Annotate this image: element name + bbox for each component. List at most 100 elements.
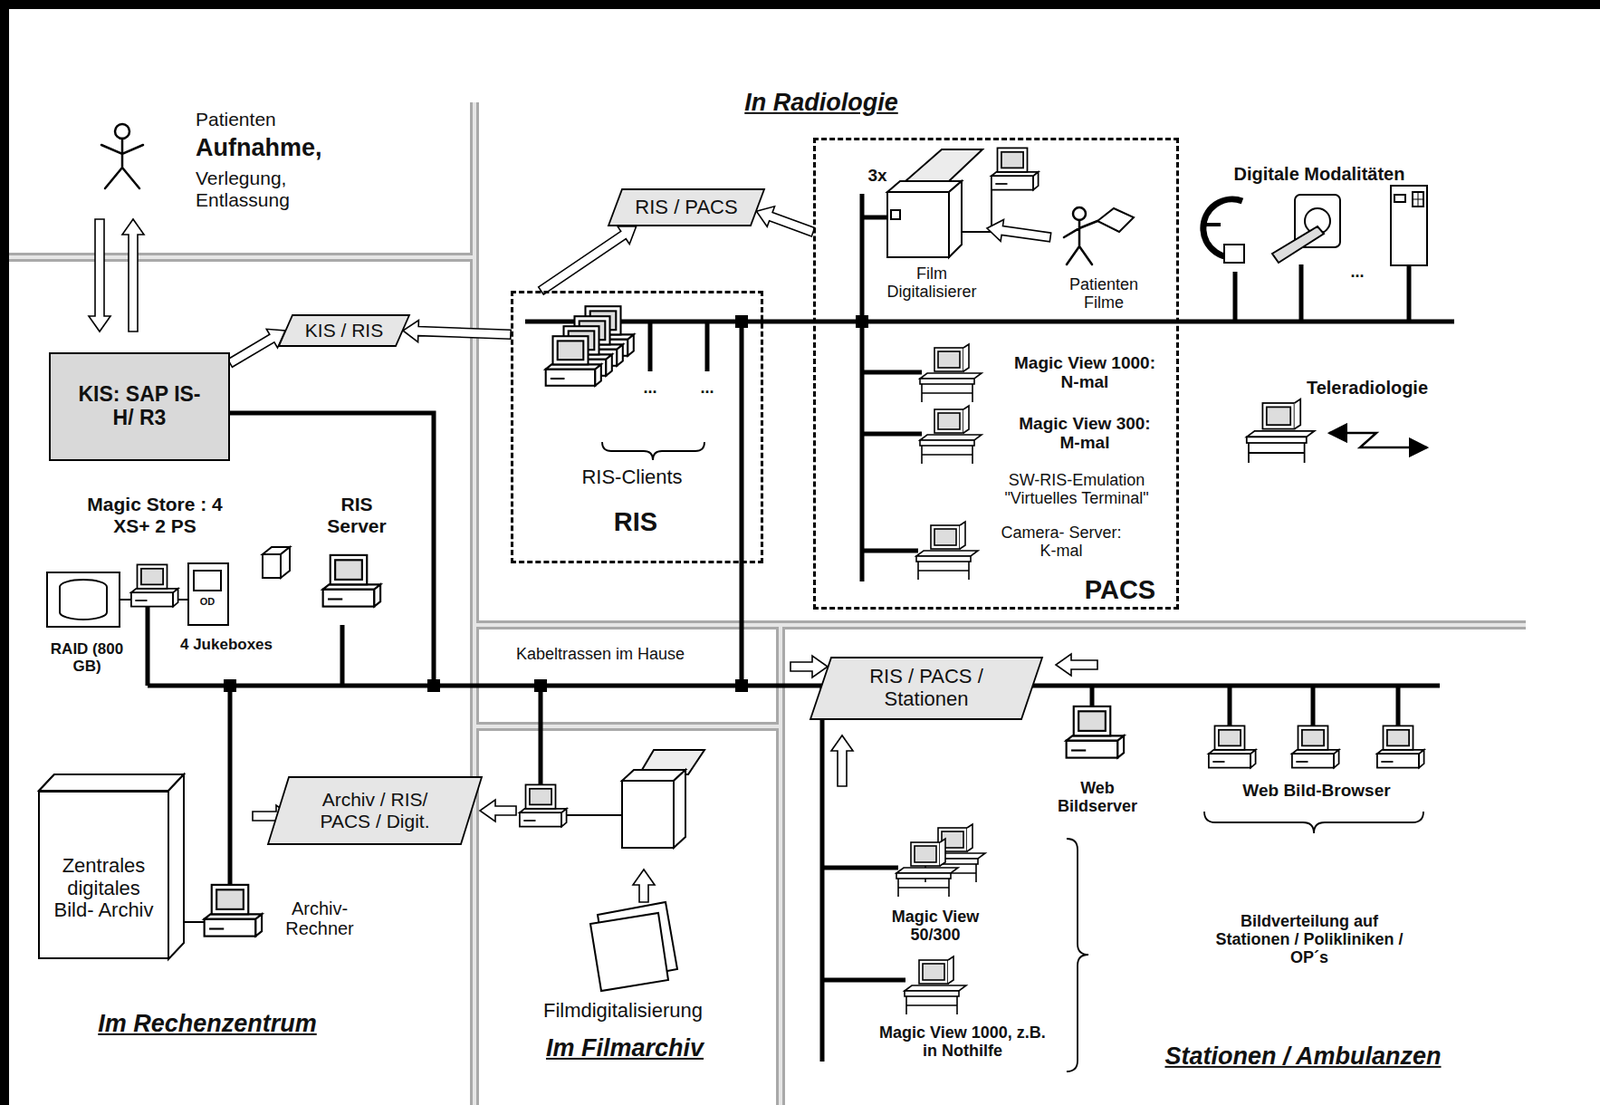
drawing-part xyxy=(340,624,345,686)
label-text: 3x xyxy=(865,165,889,185)
node-text: KIS: SAP IS-H/ R3 xyxy=(71,383,208,431)
parallelogram-outline xyxy=(278,315,410,346)
node-text: RIS-Clients xyxy=(581,466,682,489)
flow-connector xyxy=(538,226,637,296)
drawing-part xyxy=(228,685,233,901)
drawing-part xyxy=(1218,729,1241,747)
drawing-part xyxy=(948,181,962,258)
drawing-part xyxy=(211,884,250,914)
label-text: Web Bildserver xyxy=(1045,778,1150,815)
drawing-part xyxy=(330,555,368,585)
label-text: Kabeltrassen im Hause xyxy=(514,644,687,663)
label-text: RAID (800 GB) xyxy=(44,640,130,675)
drawing-part xyxy=(735,315,748,328)
drawing-part xyxy=(673,769,686,848)
interface-parallelogram: Archiv / RIS/ PACS / Digit. xyxy=(267,776,483,845)
region-title: In Radiologie xyxy=(742,88,901,116)
system-region: RIS-ClientsRIS xyxy=(510,290,764,564)
drawing-part xyxy=(938,412,960,430)
drawing-part xyxy=(963,405,969,433)
drawing-part xyxy=(822,977,906,983)
drawing-part xyxy=(1204,811,1424,834)
drawing-part xyxy=(622,780,674,848)
drawing-part xyxy=(995,182,1007,185)
parallelogram-outline xyxy=(608,189,765,226)
drawing-part xyxy=(1248,442,1305,463)
bracket xyxy=(602,441,1424,1072)
drawing-part xyxy=(553,335,589,365)
drawing-part xyxy=(1212,760,1225,763)
drawing-part xyxy=(168,774,184,959)
computer-icon xyxy=(546,335,602,386)
drawing-part xyxy=(921,445,973,464)
computer-icon xyxy=(131,564,179,606)
workstation-icon xyxy=(916,521,978,580)
drawing-part xyxy=(939,838,946,866)
drawing-part xyxy=(905,149,983,182)
region-title: Stationen / Ambulanzen xyxy=(1162,1042,1443,1070)
drawing-part xyxy=(1412,191,1424,207)
drawing-part xyxy=(1246,431,1315,438)
drawing-part xyxy=(216,889,244,910)
drawing-part xyxy=(1233,271,1238,322)
drawing-part xyxy=(590,912,669,991)
drawing-part xyxy=(896,872,951,879)
local-cable xyxy=(119,188,992,922)
drawing-part xyxy=(526,784,556,808)
drawing-part xyxy=(963,344,969,372)
drawing-part xyxy=(1311,685,1316,732)
drawing-part xyxy=(1066,740,1119,758)
drawing-part xyxy=(1299,264,1304,322)
drawing-part xyxy=(916,555,971,562)
drawing-part xyxy=(1001,152,1024,169)
drawing-part xyxy=(262,554,281,578)
drawing-part xyxy=(1215,725,1246,749)
drawing-part xyxy=(919,440,975,446)
drawing-part xyxy=(1387,729,1409,747)
drawing-part xyxy=(887,191,949,258)
drawing-part xyxy=(1377,753,1419,767)
drawing-part xyxy=(1063,220,1098,265)
computer-icon xyxy=(1377,725,1425,767)
flow-arrow xyxy=(1055,653,1098,676)
drawing-part xyxy=(1208,749,1256,768)
drawing-part xyxy=(145,604,151,686)
drawing-part xyxy=(529,788,552,805)
drawing-part xyxy=(119,598,133,601)
flow-arrow xyxy=(122,219,144,332)
parallelogram-outline xyxy=(810,657,1043,719)
flow-arrow xyxy=(790,655,828,678)
label-text: RIS Server xyxy=(314,493,400,537)
drawing-part xyxy=(38,774,184,791)
drawing-part xyxy=(1394,194,1406,202)
drawing-part xyxy=(1412,191,1424,207)
label-text: ... xyxy=(698,378,716,397)
drawing-part xyxy=(47,572,120,627)
drawing-part xyxy=(1292,753,1334,767)
drawing-part xyxy=(959,521,966,549)
drawing-part xyxy=(204,919,257,937)
drawing-part xyxy=(896,867,959,873)
drawing-part xyxy=(1390,185,1428,266)
drawing-part xyxy=(934,347,964,372)
interface-parallelogram: RIS / PACS xyxy=(607,188,766,227)
drawing-part xyxy=(519,808,567,827)
drawing-part xyxy=(910,842,940,866)
label-text: Patienten Filme xyxy=(1052,275,1156,312)
label-text: OD xyxy=(198,595,218,607)
drawing-part xyxy=(1272,226,1324,263)
drawing-part xyxy=(921,383,973,403)
flow-connector xyxy=(228,328,287,367)
film-scanner xyxy=(590,749,705,991)
drawing-part xyxy=(820,685,825,1062)
drawing-part xyxy=(204,913,262,936)
drawing-part xyxy=(906,996,958,1015)
drawing-part xyxy=(904,985,967,991)
drawing-part xyxy=(1227,685,1233,732)
drawing-part xyxy=(1407,264,1412,322)
label-text: Camera- Server: K-mal xyxy=(991,523,1131,560)
drawing-part xyxy=(1078,710,1106,731)
drawing-part xyxy=(1066,838,1089,1072)
interface-parallelogram: KIS / RIS xyxy=(277,314,411,347)
